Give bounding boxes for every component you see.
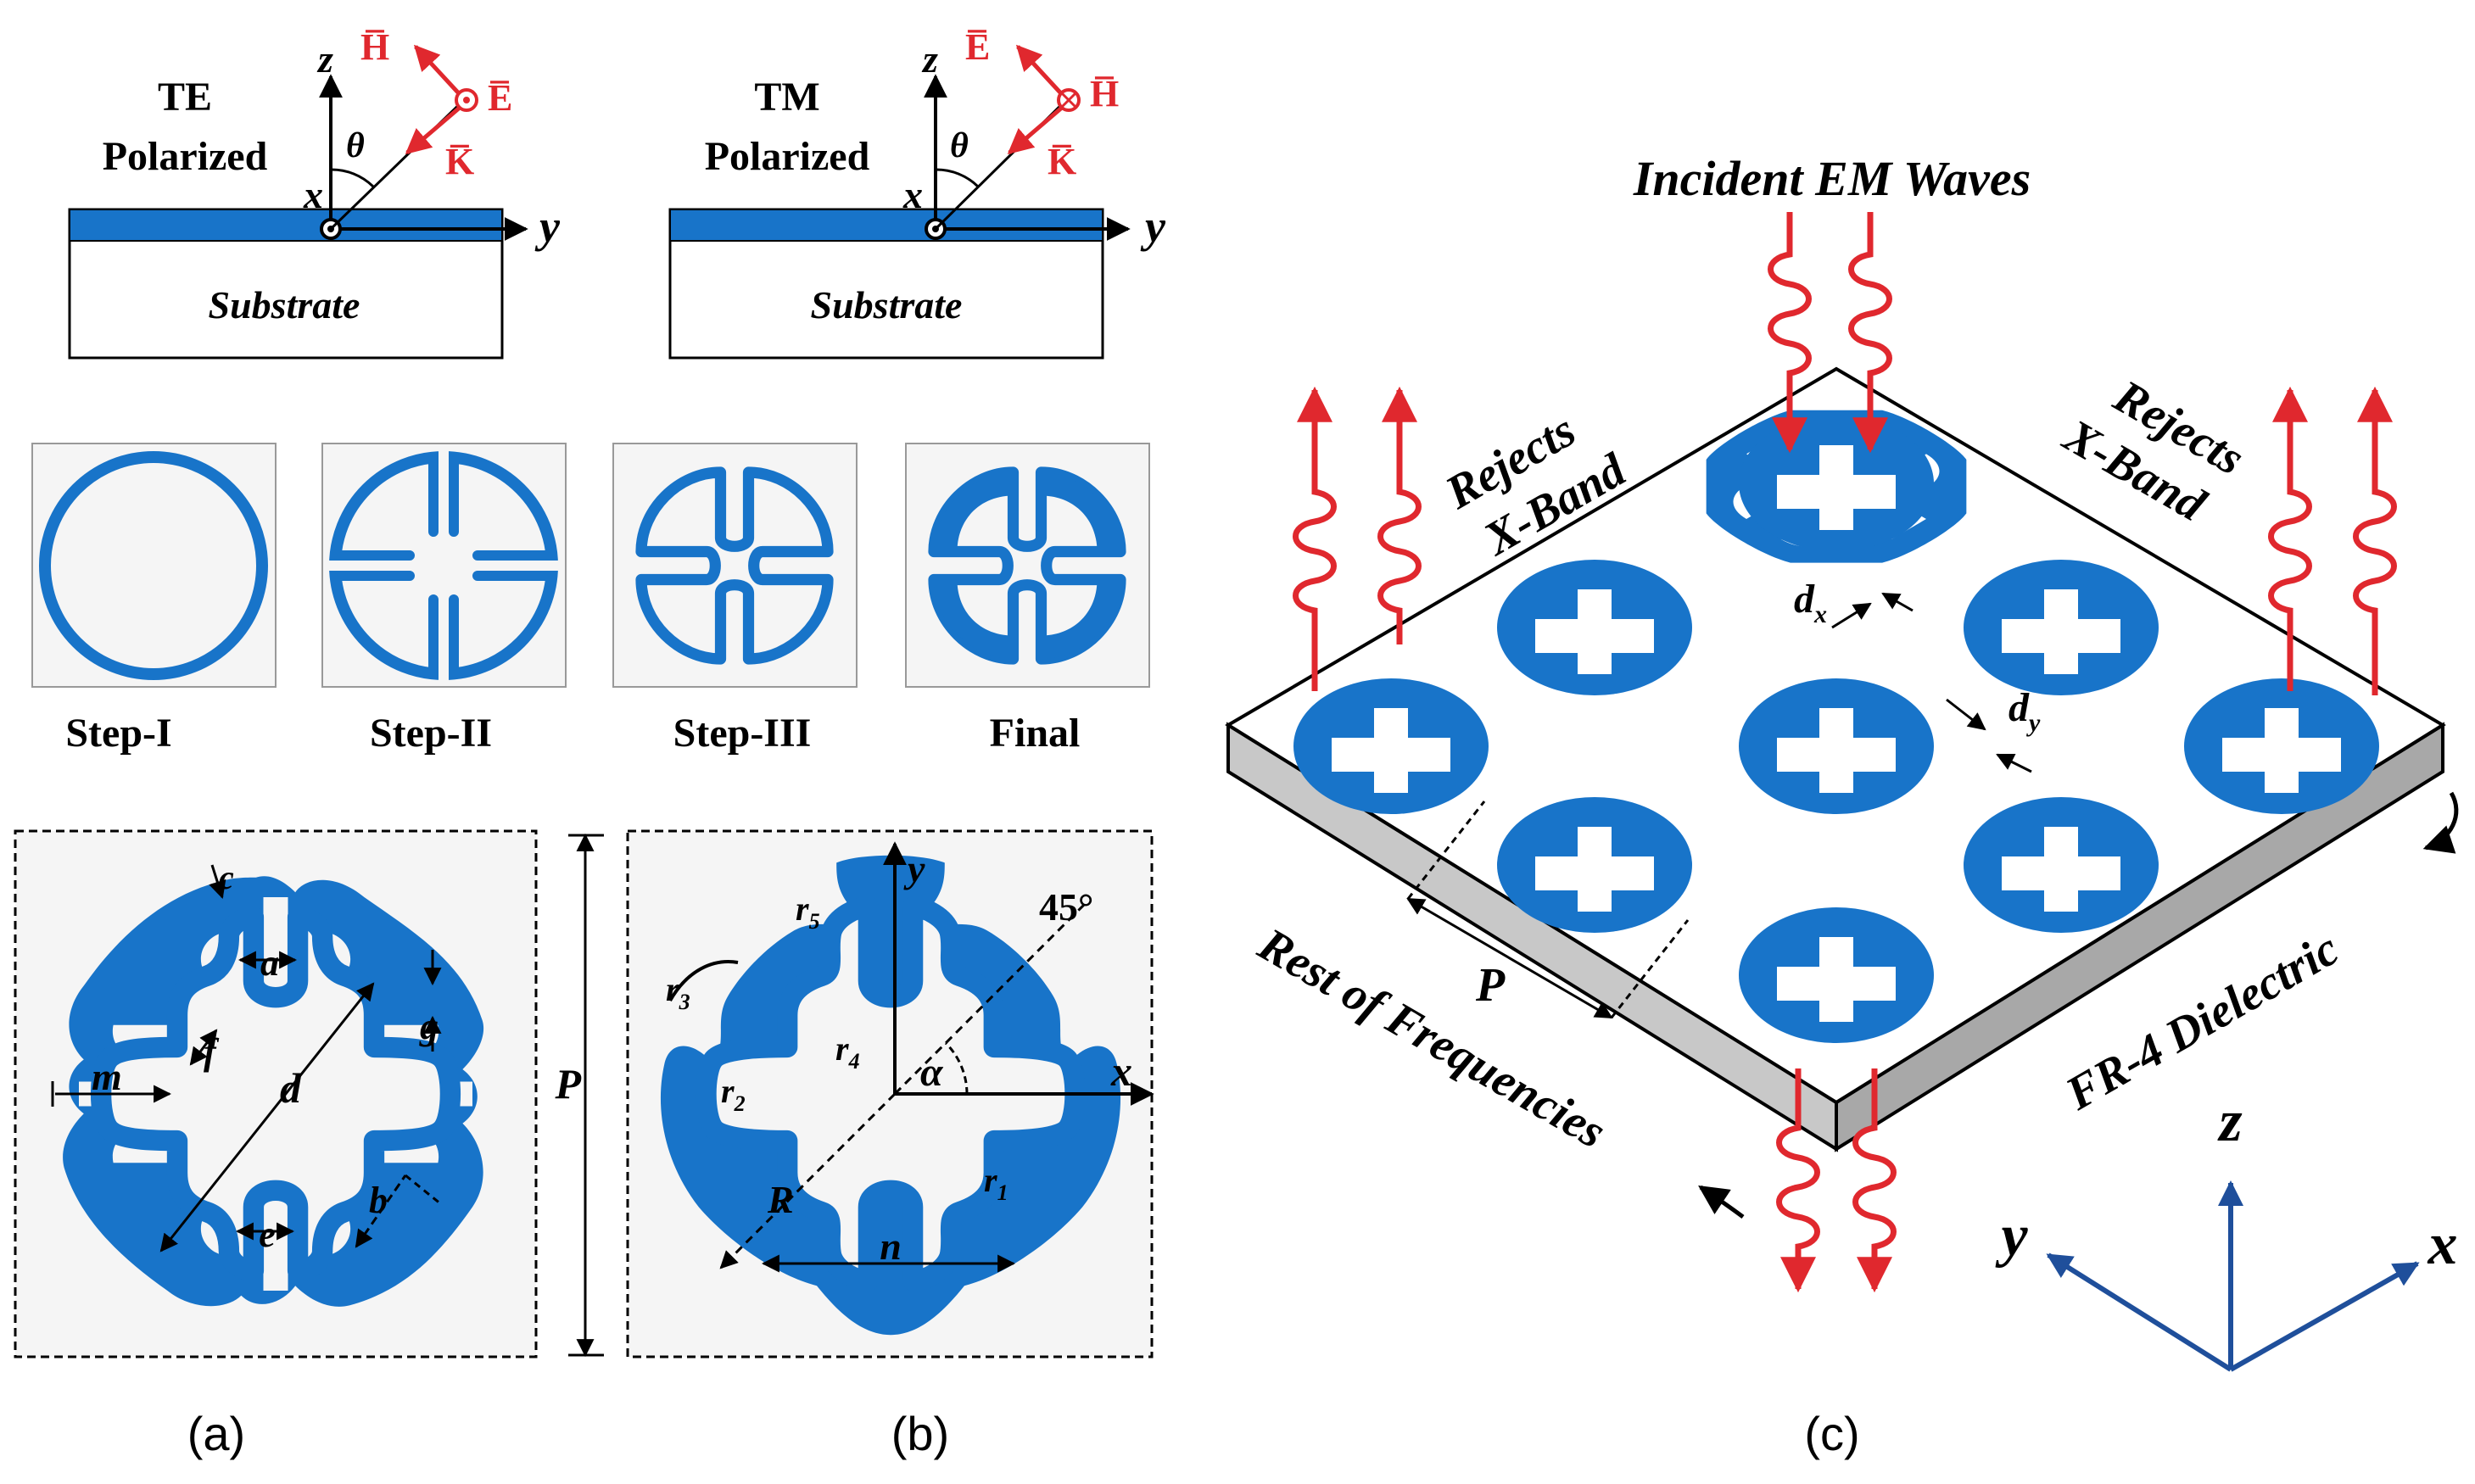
te-metal-layer xyxy=(69,209,503,242)
panel-b-big-r-label: R xyxy=(767,1178,794,1221)
incident-label: Incident EM Waves xyxy=(1633,151,2031,206)
tm-diagram: Substrate z y x θ E̅ H̅ K̅ TM Polarized xyxy=(668,26,1166,360)
panel-b-r1-label: r1 xyxy=(984,1161,1008,1205)
panel-a-c-dimension xyxy=(209,864,226,900)
te-theta-arc xyxy=(330,168,375,188)
te-k-label: K̅ xyxy=(445,141,474,182)
panel-a-a-label: a xyxy=(260,942,279,984)
panel-a-d-dimension xyxy=(159,982,375,1252)
panel-a-e-label: e xyxy=(259,1213,276,1255)
panel-a-m-label: m xyxy=(92,1055,122,1098)
te-e-label: E̅ xyxy=(488,77,512,119)
panel-b-y-label: y xyxy=(903,847,925,890)
te-h-label: H̅ xyxy=(360,26,389,68)
tm-theta-label: θ xyxy=(950,126,969,165)
step-2-panel xyxy=(321,443,567,688)
rejected-waves-right xyxy=(2268,386,2397,695)
dx-label: dx xyxy=(1794,577,1827,628)
panel-b-x-label: x xyxy=(1110,1047,1132,1095)
panel-a-caption: (a) xyxy=(187,1407,245,1460)
panel-a: P d m a e g f c b (a) xyxy=(14,829,604,1460)
tm-title-line1: TM xyxy=(754,75,819,120)
incident-waves xyxy=(1768,212,1892,454)
panel-a-b-label: b xyxy=(369,1180,388,1221)
step-1-label: Step-I xyxy=(65,711,171,756)
te-k-vector xyxy=(405,100,468,154)
panel-a-f-dimension xyxy=(189,1029,218,1066)
step-final-shape xyxy=(928,466,1126,665)
tm-h-label: H̅ xyxy=(1090,73,1119,114)
design-steps: Step-I Step-II Step-III Final xyxy=(31,443,1150,756)
step-1-panel xyxy=(31,443,277,688)
panel-b-alpha-label: α xyxy=(920,1050,944,1095)
panel-b-45-label: 45° xyxy=(1039,885,1093,929)
step-3-shape xyxy=(635,466,834,665)
panel-a-g-label: g xyxy=(419,1006,439,1047)
step-final-panel xyxy=(905,443,1150,688)
tm-substrate-label: Substrate xyxy=(811,283,963,326)
tm-y-label: y xyxy=(1140,201,1166,252)
panel-b-alpha-arc xyxy=(944,1041,969,1095)
step-2-shape xyxy=(328,450,559,681)
tm-x-label: x xyxy=(902,173,923,216)
cell-grid xyxy=(1293,416,2379,1043)
panel-a-p-label: P xyxy=(554,1060,581,1107)
tm-z-label: z xyxy=(921,37,938,81)
tm-e-label: E̅ xyxy=(965,26,990,68)
te-diagram: Substrate z y x θ H̅ E̅ K̅ TE Polarized xyxy=(68,26,561,360)
panel-b: y x 45° α R n r3 r5 r2 r4 r1 (b) xyxy=(626,829,1154,1460)
axis-x-label: x xyxy=(2428,1212,2458,1277)
panel-a-d-label: d xyxy=(280,1064,302,1112)
tm-k-label: K̅ xyxy=(1048,141,1076,182)
dy-dimension xyxy=(1946,698,1986,731)
panel-c: Incident EM Waves Rejects X-Band Rejects… xyxy=(1225,151,2459,1460)
te-y-label: y xyxy=(534,201,561,252)
step-3-panel xyxy=(612,443,858,688)
te-z-label: z xyxy=(316,37,333,81)
axis-y-label: y xyxy=(1995,1203,2028,1269)
panel-a-b-dimension xyxy=(355,1174,407,1248)
te-x-label: x xyxy=(303,173,323,216)
te-theta-label: θ xyxy=(346,126,365,165)
period-label: P xyxy=(1475,959,1506,1012)
tm-title-line2: Polarized xyxy=(705,134,870,179)
te-substrate-label: Substrate xyxy=(209,283,360,326)
transmitted-waves xyxy=(1776,1068,1897,1293)
tm-k-vector xyxy=(1007,100,1070,154)
panel-b-r5-label: r5 xyxy=(796,890,820,934)
period-dimension xyxy=(1406,897,1613,1019)
te-title-line1: TE xyxy=(158,75,212,120)
tm-theta-arc xyxy=(935,168,980,188)
te-title-line2: Polarized xyxy=(103,134,268,179)
rest-arrow xyxy=(1698,1185,1745,1219)
dy-label: dy xyxy=(2008,685,2041,737)
panel-b-r4-label: r4 xyxy=(835,1029,860,1074)
rejected-waves-left xyxy=(1293,386,1422,691)
panel-c-axes xyxy=(2046,1180,2420,1372)
step-final-label: Final xyxy=(990,711,1081,756)
step-3-label: Step-III xyxy=(673,711,812,756)
axis-z-label: z xyxy=(2217,1089,2242,1154)
dx-dimension xyxy=(1831,602,1872,629)
panel-b-r-dimension xyxy=(719,1092,897,1269)
panel-b-n-label: n xyxy=(880,1225,902,1268)
panel-a-c-label: c xyxy=(219,858,234,896)
panel-c-caption: (c) xyxy=(1804,1407,1859,1460)
step-2-label: Step-II xyxy=(370,711,492,756)
panel-b-r2-label: r2 xyxy=(721,1072,746,1116)
panel-b-r3-label: r3 xyxy=(666,970,690,1014)
panel-b-cell xyxy=(660,855,1121,1336)
panel-b-45-line xyxy=(893,901,1087,1096)
panel-a-f-label: f xyxy=(204,1031,220,1073)
tm-metal-layer xyxy=(669,209,1103,242)
dielectric-arrow xyxy=(2422,791,2459,854)
panel-b-caption: (b) xyxy=(891,1407,949,1460)
step-1-ring xyxy=(39,451,268,680)
